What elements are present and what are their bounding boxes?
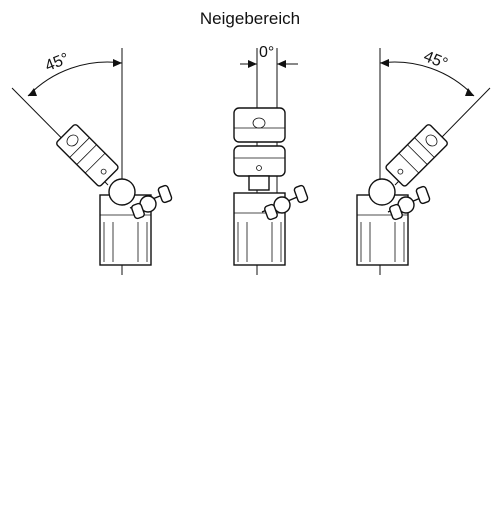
- left-arrowhead-start: [28, 88, 37, 96]
- right-ball-joint: [368, 178, 396, 206]
- right-arrowhead-end: [465, 88, 474, 96]
- left-view: 45°: [11, 48, 173, 275]
- center-arrowhead-left: [248, 60, 257, 68]
- center-clamp-head: [233, 107, 286, 177]
- left-ball-joint: [108, 178, 136, 206]
- center-angle-label: 0°: [259, 44, 274, 61]
- center-arrowhead-right: [277, 60, 286, 68]
- left-clamp-head: [56, 124, 119, 187]
- right-locking-knob: [387, 185, 431, 221]
- right-angle-arc: [379, 61, 475, 97]
- left-angle-arc: [27, 61, 123, 97]
- center-locking-knob: [261, 184, 309, 221]
- center-view: 0°: [233, 44, 309, 275]
- center-neck: [248, 175, 270, 191]
- left-arrowhead-end: [113, 59, 122, 67]
- left-angle-label: 45°: [43, 50, 72, 75]
- right-view: 45°: [356, 48, 491, 275]
- diagram-title: Neigebereich: [199, 9, 301, 28]
- right-angle-label: 45°: [421, 48, 450, 73]
- left-locking-knob: [129, 184, 173, 220]
- right-clamp-head: [385, 124, 448, 187]
- right-arrowhead-start: [380, 59, 389, 67]
